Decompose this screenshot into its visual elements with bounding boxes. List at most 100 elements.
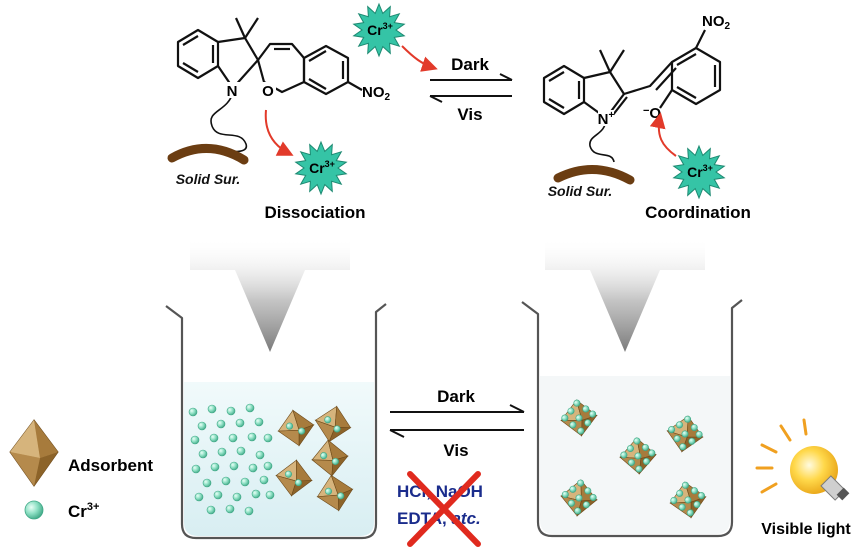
cr-ion: [693, 501, 701, 509]
cr-ion: [695, 430, 703, 438]
coordination-caption: Coordination: [645, 203, 751, 222]
adsorbent-particle: [314, 405, 352, 443]
adsorbent-particle: [666, 415, 704, 453]
cr-ion: [225, 504, 235, 514]
cr-ion: [582, 405, 590, 413]
o-atom-bg: [260, 82, 276, 98]
cr-ion: [561, 414, 569, 422]
cr-ion: [337, 492, 345, 500]
cross-out-mark: [407, 471, 481, 547]
funnel-arrow-left: [190, 238, 350, 352]
cr-ion: [235, 418, 245, 428]
cr-ion: [684, 496, 692, 504]
n-plus-atom: N+: [598, 110, 615, 128]
cr-ion: [263, 433, 273, 443]
n-atom: N: [227, 83, 238, 100]
cr-ion: [245, 403, 255, 413]
cr-ion: [567, 407, 575, 415]
cr-ion: [690, 487, 698, 495]
addition-arrow: [401, 45, 438, 72]
cr-ion: [209, 433, 219, 443]
cr-ion: [198, 449, 208, 459]
cr-ion: [194, 492, 204, 502]
cr-ion: [202, 478, 212, 488]
cr-ion: [574, 507, 582, 515]
cr-ion: [298, 427, 306, 435]
cr-ion-star-released: Cr3+: [294, 140, 348, 196]
cr-ion: [331, 457, 339, 465]
cr-ion-star-top: Cr3+: [352, 2, 406, 58]
dissociation-caption: Dissociation: [264, 203, 365, 222]
free-cr-ions: [188, 403, 275, 516]
cr-ion: [325, 487, 333, 495]
cr-ion: [236, 446, 246, 456]
cr-ion: [670, 496, 678, 504]
cr-ion: [676, 489, 684, 497]
solid-surface-arc-left: [167, 144, 249, 165]
nitro-group-left: NO2: [362, 84, 391, 103]
svg-text:Cr3+: Cr3+: [309, 159, 335, 176]
cr-ion: [626, 445, 634, 453]
cr-ion: [265, 490, 275, 500]
dark-label-top: Dark: [451, 55, 489, 74]
cr-ion: [240, 477, 250, 487]
o-atom: O: [262, 83, 274, 100]
cr-ion: [575, 414, 583, 422]
cr-ion: [294, 479, 302, 487]
solid-surface-arc-right: [553, 165, 635, 185]
cr-ion: [569, 421, 577, 429]
cr-ion: [688, 437, 696, 445]
cr-ion: [191, 464, 201, 474]
visible-light-label: Visible light: [761, 521, 851, 538]
release-arrow: [264, 109, 294, 156]
adsorbent-particle: [560, 479, 598, 517]
cr-ion: [206, 505, 216, 515]
cr-ion: [221, 476, 231, 486]
spiropyran-structure: [176, 17, 363, 153]
beaker-left: [165, 303, 387, 540]
cr-ion: [648, 449, 656, 457]
light-bulb-icon: [755, 418, 850, 501]
surface-label-right: Solid Sur.: [548, 183, 613, 199]
legend-ion-label: Cr3+: [68, 501, 99, 521]
cr-ion: [584, 419, 592, 427]
cr-ion: [251, 489, 261, 499]
cr-ion: [226, 406, 236, 416]
vis-label-bottom: Vis: [443, 441, 468, 460]
cr-ion: [620, 451, 628, 459]
cr-ion: [259, 475, 269, 485]
cr-ion: [635, 465, 643, 473]
cr-ion: [577, 427, 585, 435]
adsorbent-particles-left: [275, 405, 354, 512]
cr-ion: [569, 485, 577, 493]
cr-ion: [573, 399, 581, 407]
merocyanine-structure: [542, 29, 722, 163]
cr-ion: [684, 415, 692, 423]
cr-ion: [681, 430, 689, 438]
legend-adsorbent-label: Adsorbent: [68, 456, 153, 475]
cr-ion: [567, 499, 575, 507]
svg-text:Cr3+: Cr3+: [367, 21, 393, 38]
cr-ion: [678, 503, 686, 511]
cr-ion: [229, 461, 239, 471]
cr-ion: [668, 426, 676, 434]
cr-ion: [634, 452, 642, 460]
cr-ion: [675, 421, 683, 429]
cr-ion: [248, 463, 258, 473]
cr-ion: [197, 421, 207, 431]
cr-ion: [320, 452, 328, 460]
adsorbent-particle: [560, 399, 598, 437]
adsorbent-particle: [277, 409, 315, 447]
cr-ion: [589, 410, 597, 418]
legend-adsorbent-icon: [9, 419, 59, 487]
adsorbent-particle: [275, 459, 313, 497]
cr-ion: [589, 493, 597, 501]
cr-ion: [641, 443, 649, 451]
cr-ion: [255, 450, 265, 460]
coordination-arrow: [649, 112, 677, 157]
cr-ion: [561, 491, 569, 499]
cr-ion: [247, 432, 257, 442]
cr-ion: [697, 492, 705, 500]
cr-ion: [228, 433, 238, 443]
